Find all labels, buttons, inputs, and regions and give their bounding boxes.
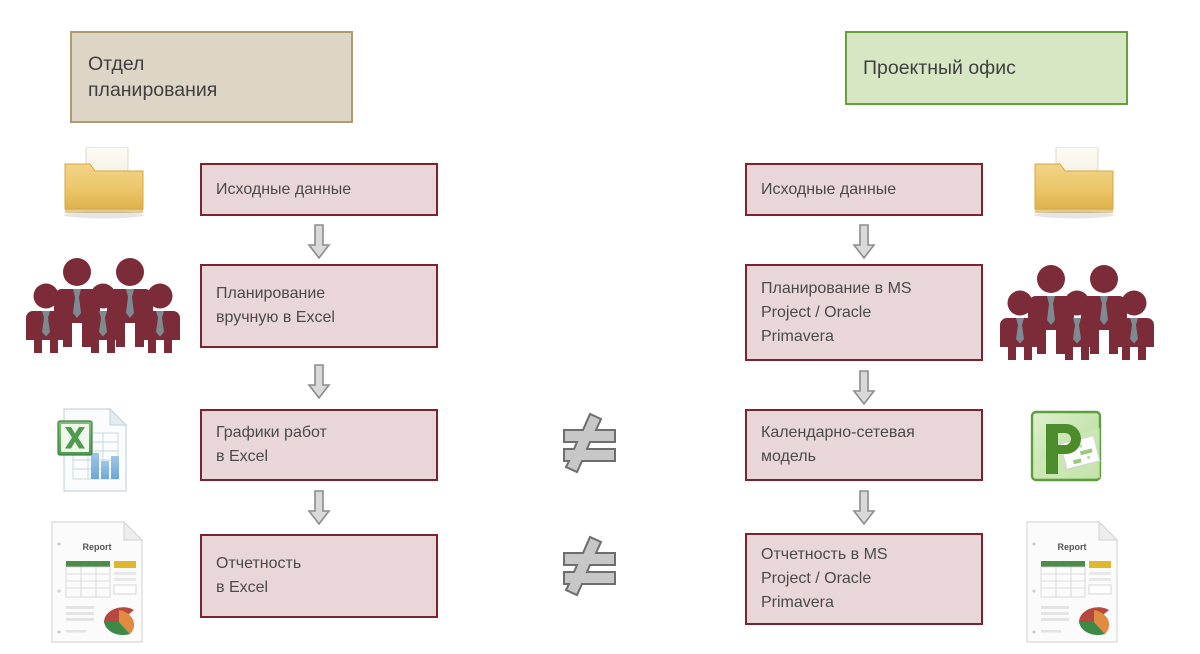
department-header-left: Отдел планирования	[70, 31, 353, 123]
process-box-right-1[interactable]: Исходные данные	[745, 163, 983, 216]
department-header-left-label: Отдел планирования	[88, 53, 218, 101]
arrow-down-icon	[307, 490, 331, 526]
process-box-right-4-label: Отчетность в MS Project / Oracle Primave…	[761, 546, 888, 611]
process-box-left-3[interactable]: Графики работ в Excel	[200, 409, 438, 481]
process-box-left-2-label: Планирование вручную в Excel	[216, 285, 335, 326]
ms-project-icon	[1026, 406, 1110, 490]
process-box-left-4[interactable]: Отчетность в Excel	[200, 534, 438, 618]
arrow-down-icon	[307, 364, 331, 400]
report-document-icon: Report	[38, 516, 156, 648]
process-box-left-1[interactable]: Исходные данные	[200, 163, 438, 216]
people-group-icon	[1000, 262, 1155, 360]
process-box-right-4[interactable]: Отчетность в MS Project / Oracle Primave…	[745, 533, 983, 625]
arrow-down-icon	[852, 224, 876, 260]
arrow-down-icon	[852, 370, 876, 406]
arrow-down-icon	[307, 224, 331, 260]
not-equal-icon-schedule	[556, 412, 622, 476]
process-box-right-1-label: Исходные данные	[761, 180, 897, 198]
process-box-right-2-label: Планирование в MS Project / Oracle Prima…	[761, 279, 912, 345]
process-box-right-2[interactable]: Планирование в MS Project / Oracle Prima…	[745, 264, 983, 361]
people-group-icon	[26, 255, 181, 353]
process-box-left-1-label: Исходные данные	[216, 180, 352, 198]
folder-icon	[1025, 147, 1125, 225]
report-document-icon: Report	[1013, 516, 1131, 648]
report-caption: Report	[1058, 542, 1087, 552]
excel-file-icon	[48, 405, 136, 495]
folder-icon	[55, 147, 155, 225]
process-box-right-3-label: Календарно-сетевая модель	[761, 424, 915, 465]
arrow-down-icon	[852, 490, 876, 526]
process-box-left-3-label: Графики работ в Excel	[216, 424, 327, 465]
report-caption: Report	[83, 542, 112, 552]
process-box-left-2[interactable]: Планирование вручную в Excel	[200, 264, 438, 348]
department-header-right-label: Проектный офис	[863, 57, 1016, 79]
department-header-right: Проектный офис	[845, 31, 1128, 105]
not-equal-icon-reporting	[556, 535, 622, 599]
process-box-left-4-label: Отчетность в Excel	[216, 555, 302, 596]
process-box-right-3[interactable]: Календарно-сетевая модель	[745, 409, 983, 481]
